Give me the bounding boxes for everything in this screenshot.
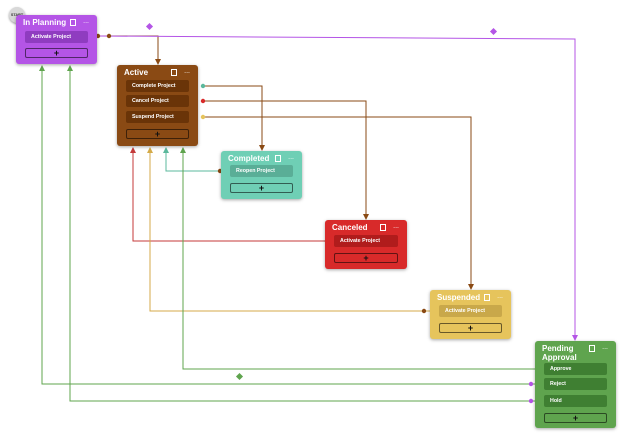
node-title: Suspended (437, 293, 481, 302)
port-dot (421, 308, 427, 314)
action-reject[interactable]: Reject (544, 378, 607, 390)
action-reopen-project[interactable]: Reopen Project (230, 165, 293, 177)
square-icon[interactable] (484, 294, 491, 301)
state-node-canceled[interactable]: Canceled ... Activate Project + (325, 220, 407, 269)
action-cancel-project[interactable]: Cancel Project (126, 95, 189, 107)
ellipsis-icon[interactable]: ... (497, 293, 503, 300)
state-node-active[interactable]: Active ... Complete Project Cancel Proje… (117, 65, 198, 146)
action-activate-project[interactable]: Activate Project (439, 305, 502, 317)
add-action-button[interactable]: + (25, 48, 88, 58)
ellipsis-icon[interactable]: ... (288, 154, 294, 161)
ellipsis-icon[interactable]: ... (602, 344, 608, 351)
node-title: In Planning (23, 18, 67, 27)
add-action-button[interactable]: + (544, 413, 607, 423)
node-title: Canceled (332, 223, 368, 232)
square-icon[interactable] (380, 224, 387, 231)
ellipsis-icon[interactable]: ... (83, 18, 89, 25)
wire-approve (180, 147, 536, 370)
node-title: Completed (228, 154, 270, 163)
wire-reject (39, 65, 536, 385)
add-action-button[interactable]: + (230, 183, 293, 193)
action-hold[interactable]: Hold (544, 395, 607, 407)
port-dot (528, 398, 534, 404)
wire-complete (203, 85, 265, 151)
wire-reopen (163, 147, 220, 172)
square-icon[interactable] (70, 19, 77, 26)
wire-suspend (203, 116, 474, 290)
action-complete-project[interactable]: Complete Project (126, 80, 189, 92)
node-title: Active (124, 68, 149, 77)
wire-planning-to-pending (97, 35, 578, 341)
wire-hold (67, 65, 536, 402)
port-dot (106, 33, 112, 39)
state-node-completed[interactable]: Completed ... Reopen Project + (221, 151, 302, 199)
add-action-button[interactable]: + (126, 129, 189, 139)
port-dot (528, 381, 534, 387)
square-icon[interactable] (275, 155, 282, 162)
wire-planning-to-active (98, 35, 161, 65)
action-suspend-project[interactable]: Suspend Project (126, 111, 189, 123)
action-approve[interactable]: Approve (544, 363, 607, 375)
wire-cancel (203, 100, 369, 220)
wire-suspended-activate (147, 147, 432, 312)
port-dot (200, 98, 206, 104)
ellipsis-icon[interactable]: ... (393, 223, 399, 230)
add-action-button[interactable]: + (439, 323, 502, 333)
square-icon[interactable] (171, 69, 178, 76)
action-activate-project[interactable]: Activate Project (25, 31, 88, 43)
square-icon[interactable] (589, 345, 596, 352)
ellipsis-icon[interactable]: ... (184, 68, 190, 75)
state-node-suspended[interactable]: Suspended ... Activate Project + (430, 290, 511, 339)
port-dot (200, 114, 206, 120)
action-activate-project[interactable]: Activate Project (334, 235, 398, 247)
wire-canceled-activate (130, 147, 327, 242)
port-dot (200, 83, 206, 89)
add-action-button[interactable]: + (334, 253, 398, 263)
state-node-in-planning[interactable]: In Planning ... Activate Project + (16, 15, 97, 64)
